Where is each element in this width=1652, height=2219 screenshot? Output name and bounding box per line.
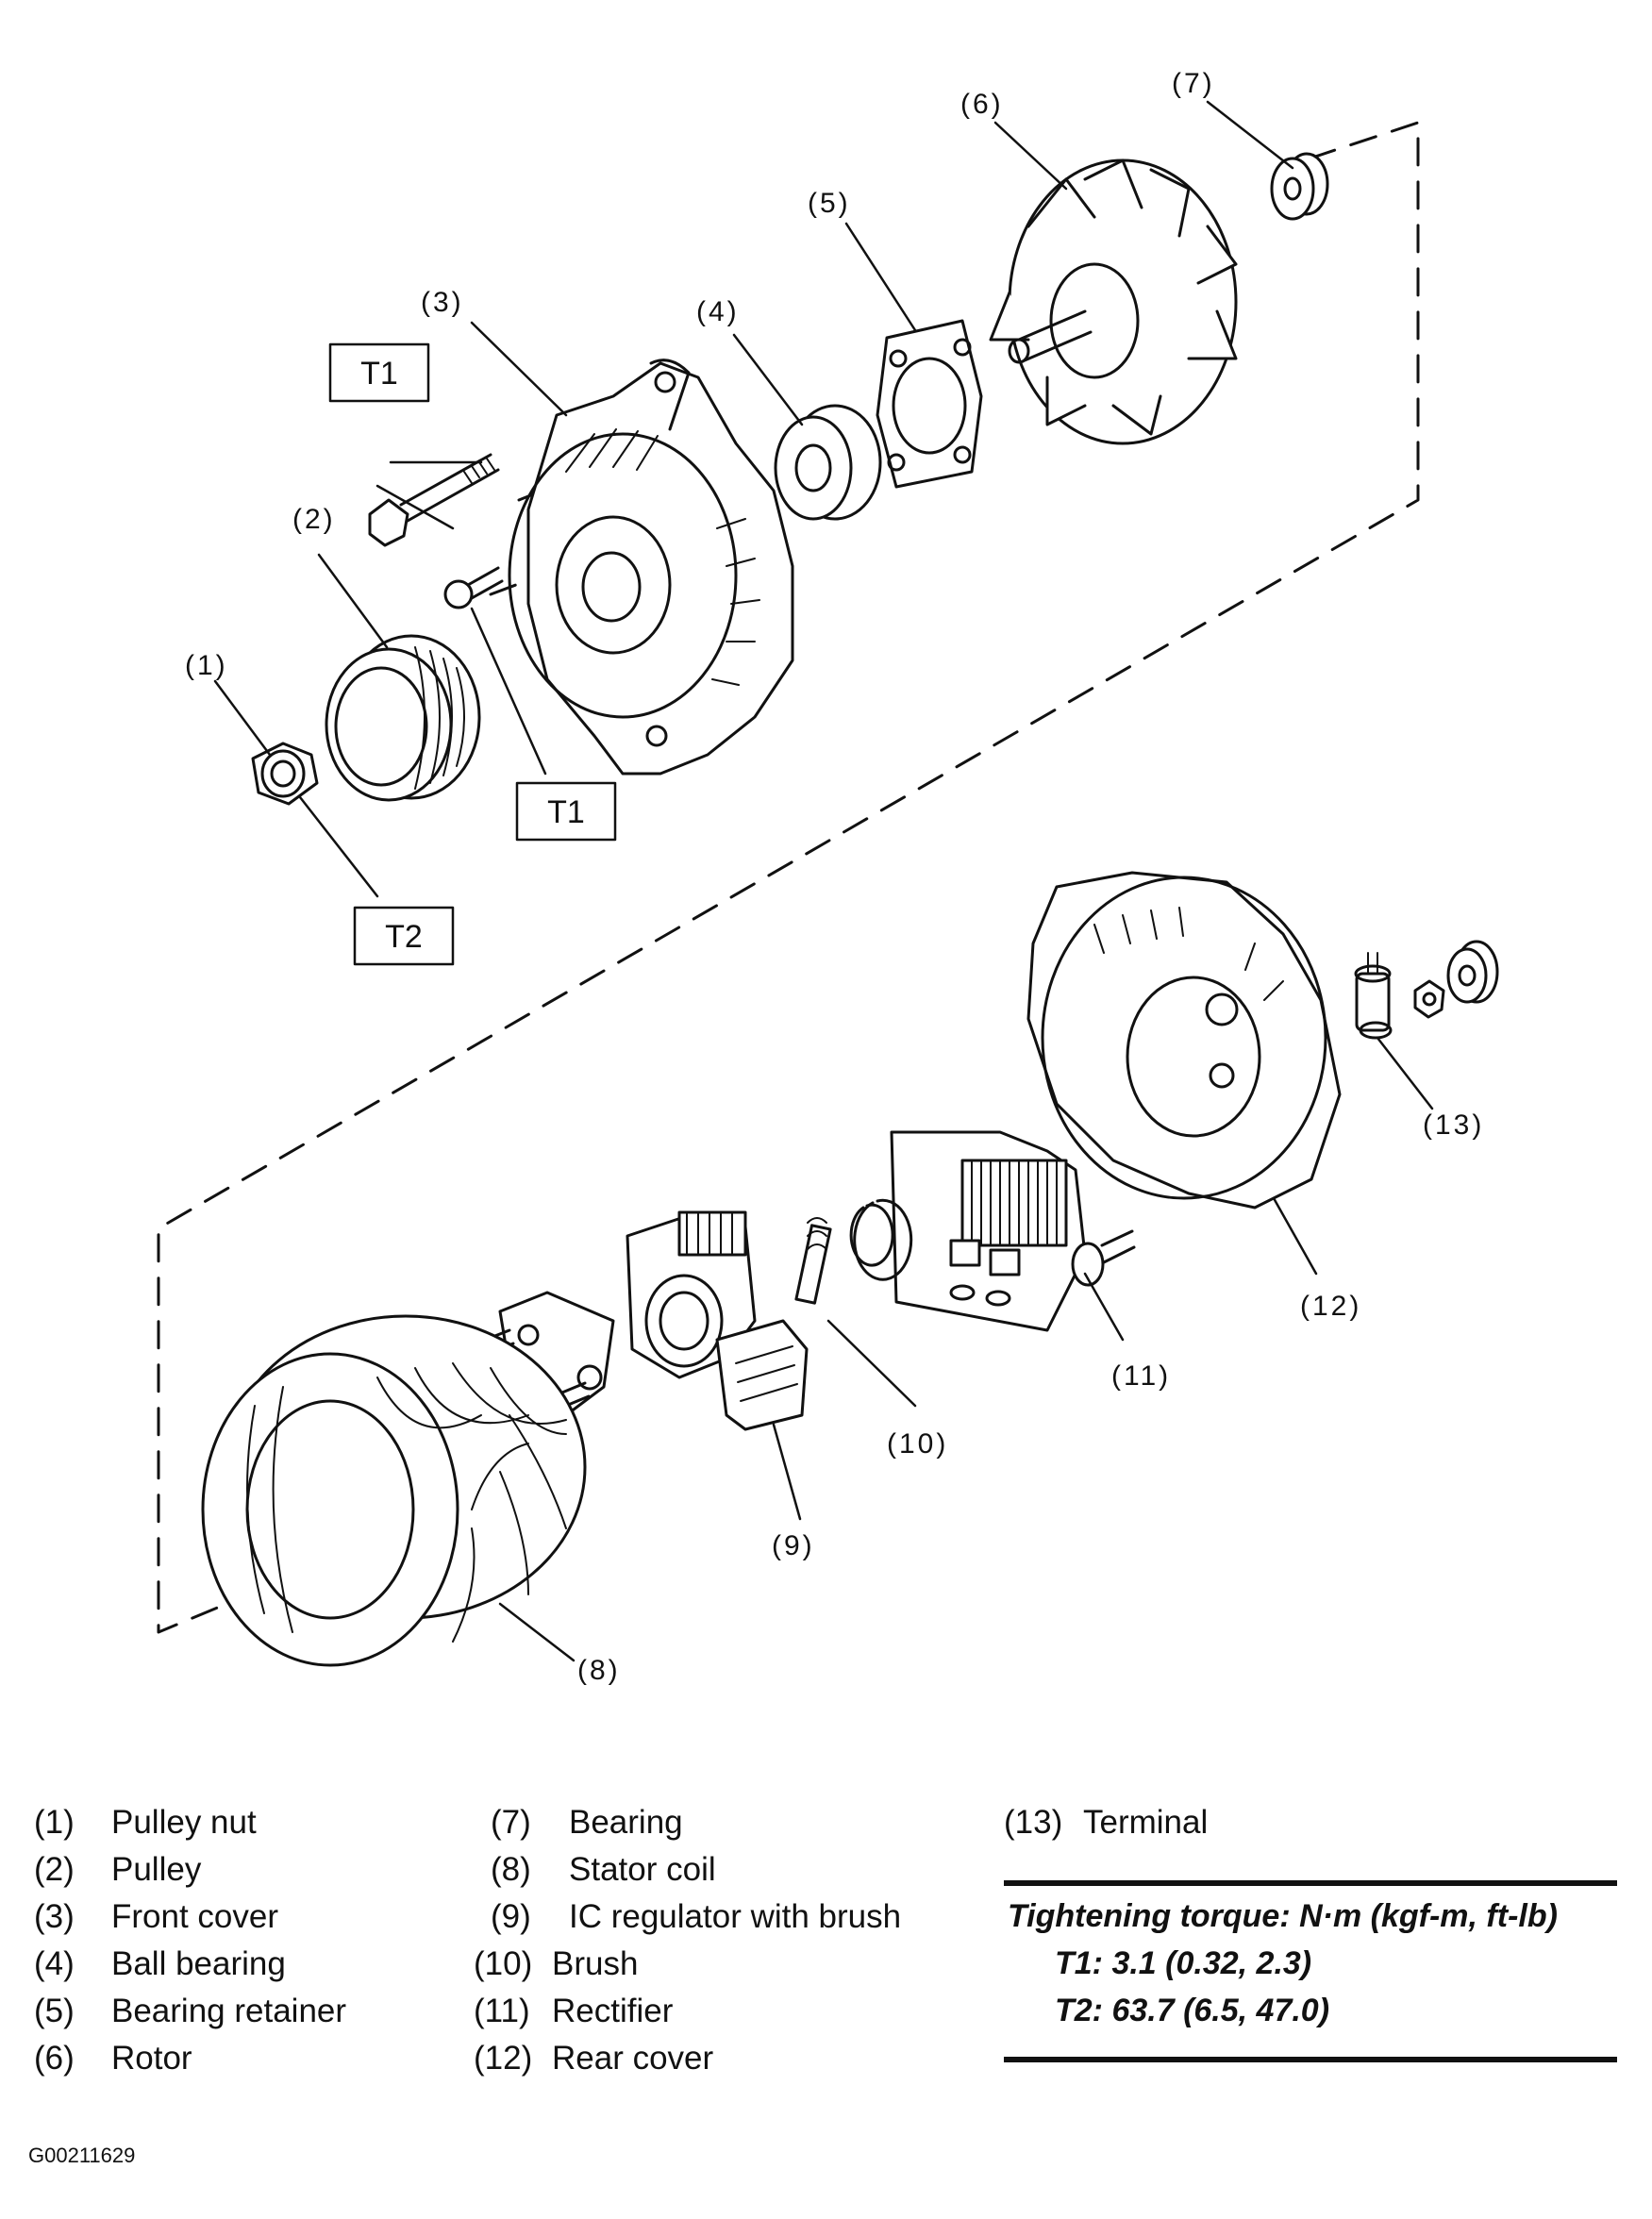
- legend-label: Pulley nut: [111, 1804, 257, 1841]
- callout-7: (7): [1172, 68, 1215, 99]
- rear-bearing: [1270, 152, 1329, 221]
- legend-label: Front cover: [111, 1898, 278, 1935]
- ic-regulator: [626, 1210, 809, 1431]
- torque-tag-t2: T2: [385, 919, 423, 955]
- through-bolt: [368, 453, 500, 547]
- rear-cover: [1026, 871, 1342, 1210]
- torque-tag-t1-lower-box: [515, 781, 617, 842]
- pulley-nut: [251, 742, 319, 806]
- legend-number: (8): [491, 1851, 531, 1888]
- stator-coil: [201, 1314, 587, 1667]
- callout-4: (4): [696, 296, 740, 327]
- front-cover: [508, 359, 794, 776]
- legend-item: (6): [34, 2040, 75, 2077]
- callout-3: (3): [421, 287, 464, 318]
- ball-bearing: [774, 404, 882, 521]
- torque-tag-t1-upper: T1: [360, 356, 398, 392]
- legend-item: (4): [34, 1945, 75, 1983]
- callout-11: (11): [1111, 1360, 1171, 1392]
- legend-number: (12): [474, 2040, 533, 2077]
- legend-number: (13): [1004, 1804, 1063, 1841]
- legend-item: (1): [34, 1804, 75, 1842]
- legend-number: (10): [474, 1945, 533, 1982]
- bearing-retainer: [876, 319, 983, 489]
- legend-label: Rotor: [111, 2040, 192, 2077]
- legend-label: Brush: [552, 1945, 639, 1982]
- legend-label: Bearing retainer: [111, 1993, 347, 2029]
- front-cover-screw: [443, 566, 504, 609]
- torque-table-bottom-rule: [1004, 2057, 1617, 2062]
- terminal: [1354, 952, 1393, 1040]
- rotor: [989, 158, 1238, 445]
- legend-item: (5): [34, 1993, 75, 2030]
- retaining-ring: [849, 1198, 913, 1281]
- callout-8: (8): [577, 1655, 621, 1686]
- legend-label: Pulley: [111, 1851, 202, 1888]
- legend-number: (3): [34, 1898, 75, 1935]
- terminal-nut: [1413, 979, 1445, 1019]
- legend-item: (3): [34, 1898, 75, 1936]
- torque-spec-t2: T2: 63.7 (6.5, 47.0): [1055, 1993, 1330, 2028]
- callout-9: (9): [772, 1530, 815, 1561]
- legend-number: (9): [491, 1898, 531, 1935]
- legend-label: Terminal: [1083, 1804, 1209, 1841]
- legend-number: (1): [34, 1804, 75, 1841]
- legend-number: (11): [474, 1993, 530, 2029]
- callout-12: (12): [1300, 1291, 1361, 1322]
- callout-1: (1): [185, 650, 228, 681]
- terminal-cap: [1446, 940, 1499, 1004]
- figure-code: G00211629: [28, 2144, 136, 2167]
- legend-number: (2): [34, 1851, 75, 1888]
- legend-label: Stator coil: [569, 1851, 716, 1888]
- torque-tag-t2-box: [353, 906, 455, 966]
- callout-6: (6): [960, 89, 1004, 120]
- legend-label: IC regulator with brush: [569, 1898, 902, 1935]
- callout-10: (10): [887, 1428, 948, 1460]
- legend-number: (6): [34, 2040, 75, 2077]
- exploded-alternator-diagram: T1 T1 T2 (1) (2) (3) (4) (5) (6) (7) (8)…: [157, 68, 1499, 1686]
- legend-label: Rear cover: [552, 2040, 714, 2077]
- torque-tags: [328, 342, 617, 966]
- legend-number: (7): [491, 1804, 531, 1841]
- brush: [794, 1217, 832, 1305]
- legend-number: (5): [34, 1993, 75, 2029]
- leader-lines: [213, 100, 1434, 1662]
- legend-label: Bearing: [569, 1804, 683, 1841]
- legend-number: (4): [34, 1945, 75, 1982]
- legend-label: Ball bearing: [111, 1945, 286, 1982]
- torque-spec-t1: T1: 3.1 (0.32, 2.3): [1055, 1945, 1312, 1981]
- pulley: [325, 634, 481, 802]
- legend-item: (2): [34, 1851, 75, 1889]
- torque-tag-t1-upper-box: [328, 342, 430, 403]
- torque-heading: Tightening torque: N·m (kgf-m, ft-lb): [1008, 1898, 1558, 1934]
- rectifier: [890, 1130, 1136, 1332]
- legend-label: Rectifier: [552, 1993, 674, 2029]
- torque-tag-t1-lower: T1: [547, 794, 585, 830]
- callout-2: (2): [292, 504, 336, 535]
- torque-table-top-rule: [1004, 1880, 1617, 1886]
- callout-13: (13): [1423, 1110, 1484, 1141]
- callout-5: (5): [808, 188, 851, 219]
